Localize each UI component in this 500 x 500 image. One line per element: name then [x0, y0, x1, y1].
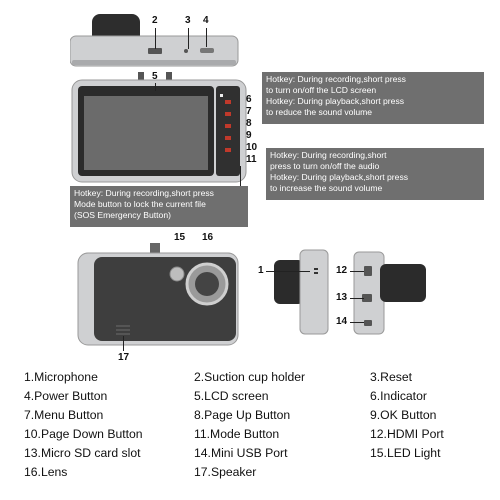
legend-item: 14.Mini USB Port: [194, 446, 288, 460]
legend-row: 16.Lens 17.Speaker: [24, 465, 494, 484]
legend-item: 9.OK Button: [370, 408, 437, 422]
callout-menu-line-3: Hotkey: During playback,short press: [266, 96, 405, 106]
right-side-illustration: [353, 251, 426, 335]
label-15: 15: [174, 232, 186, 243]
legend-item: 4.Power Button: [24, 389, 108, 403]
top-view-illustration: [70, 14, 239, 67]
label-2: 2: [152, 15, 158, 26]
legend-row: 7.Menu Button 8.Page Up Button 9.OK Butt…: [24, 408, 494, 427]
legend-row: 13.Micro SD card slot 14.Mini USB Port 1…: [24, 446, 494, 465]
label-9: 9: [246, 130, 252, 141]
callout-pagedown-line-3: Hotkey: During playback,short press: [270, 172, 409, 182]
callout-menu-hotkey: Hotkey: During recording,short press to …: [262, 72, 484, 124]
legend-item: 3.Reset: [370, 370, 413, 384]
legend-item: 7.Menu Button: [24, 408, 104, 422]
label-11: 11: [246, 154, 257, 165]
leader-13: [350, 298, 364, 299]
legend-item: 8.Page Up Button: [194, 408, 291, 422]
label-13: 13: [336, 292, 348, 303]
legend-row: 4.Power Button 5.LCD screen 6.Indicator: [24, 389, 494, 408]
label-1: 1: [258, 265, 264, 276]
label-12: 12: [336, 265, 348, 276]
left-side-illustration: [274, 249, 329, 335]
label-5: 5: [152, 71, 158, 82]
front-view-illustration: [71, 72, 247, 183]
leader-1: [266, 271, 310, 272]
label-17: 17: [118, 352, 130, 363]
callout-mode-line-3: (SOS Emergency Button): [74, 210, 171, 220]
label-7: 7: [246, 106, 252, 117]
label-4: 4: [203, 15, 209, 26]
legend-item: 6.Indicator: [370, 389, 427, 403]
callout-mode-line-2: Mode button to lock the current file: [74, 199, 206, 209]
label-14: 14: [336, 316, 348, 327]
leader-4: [206, 28, 207, 47]
callout-menu-line-1: Hotkey: During recording,short press: [266, 74, 406, 84]
legend-row: 1.Microphone 2.Suction cup holder 3.Rese…: [24, 370, 494, 389]
callout-menu-line-2: to turn on/off the LCD screen: [266, 85, 377, 95]
label-10: 10: [246, 142, 258, 153]
leader-12: [350, 271, 364, 272]
leader-17: [123, 336, 124, 351]
legend-item: 12.HDMI Port: [370, 427, 444, 441]
callout-pagedown-line-1: Hotkey: During recording,short: [270, 150, 387, 160]
leader-14: [350, 322, 364, 323]
legend-row: 10.Page Down Button 11.Mode Button 12.HD…: [24, 427, 494, 446]
callout-pagedown-line-2: press to turn on/off the audio: [270, 161, 380, 171]
label-16: 16: [202, 232, 214, 243]
legend-item: 2.Suction cup holder: [194, 370, 306, 384]
label-6: 6: [246, 94, 252, 105]
callout-menu-line-4: to reduce the sound volume: [266, 107, 373, 117]
callout-pagedown-line-4: to increase the sound volume: [270, 183, 383, 193]
legend-item: 17.Speaker: [194, 465, 257, 479]
leader-3: [188, 28, 189, 49]
legend-item: 13.Micro SD card slot: [24, 446, 141, 460]
legend-item: 11.Mode Button: [194, 427, 280, 441]
leader-2: [155, 28, 156, 49]
legend-item: 10.Page Down Button: [24, 427, 143, 441]
legend-item: 15.LED Light: [370, 446, 441, 460]
legend-item: 16.Lens: [24, 465, 68, 479]
legend-item: 1.Microphone: [24, 370, 98, 384]
leader-5: [155, 83, 156, 91]
back-view-illustration: [77, 243, 239, 346]
label-8: 8: [246, 118, 252, 129]
leader-mode: [240, 166, 241, 186]
callout-mode-hotkey: Hotkey: During recording,short press Mod…: [70, 186, 248, 227]
callout-pagedown-hotkey: Hotkey: During recording,short press to …: [266, 148, 484, 200]
legend-item: 5.LCD screen: [194, 389, 269, 403]
label-3: 3: [185, 15, 191, 26]
callout-mode-line-1: Hotkey: During recording,short press: [74, 188, 214, 198]
